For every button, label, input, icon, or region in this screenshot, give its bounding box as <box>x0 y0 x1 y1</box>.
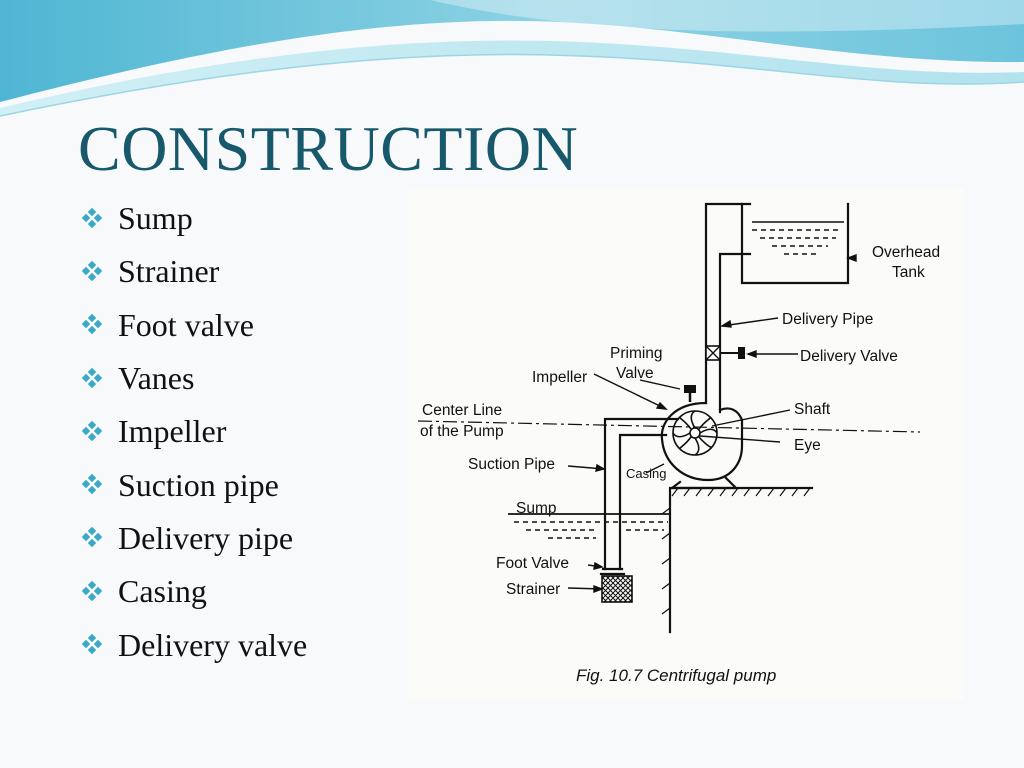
bullet-item: Vanes <box>80 352 307 405</box>
bullet-text: Strainer <box>118 253 220 290</box>
four-diamond-bullet-icon <box>81 580 103 601</box>
delivery-pipe-outer <box>704 202 752 405</box>
header-wave-decoration <box>0 0 1024 117</box>
bullet-text: Casing <box>118 573 207 610</box>
figure-caption: Fig. 10.7 Centrifugal pump <box>576 666 776 685</box>
bullet-item: Foot valve <box>80 299 307 352</box>
label-sump: Sump <box>516 500 557 517</box>
bullet-item: Suction pipe <box>80 458 307 511</box>
label-impeller: Impeller <box>532 369 587 386</box>
center-line <box>417 420 921 433</box>
bullet-item: Casing <box>80 565 307 618</box>
delivery-valve-icon <box>705 345 745 361</box>
bullet-item: Delivery valve <box>80 618 307 671</box>
water-lines <box>514 229 840 539</box>
label-casing: Casing <box>626 466 666 481</box>
centrifugal-pump-figure: Overhead Tank Delivery Pipe Delivery Val… <box>408 188 964 700</box>
foot-valve <box>599 567 626 576</box>
bullet-item: Sump <box>80 192 307 245</box>
centrifugal-pump-diagram: Overhead Tank Delivery Pipe Delivery Val… <box>417 202 940 685</box>
four-diamond-bullet-icon <box>81 473 103 495</box>
label-overhead: Overhead <box>872 244 940 261</box>
strainer-icon <box>601 575 633 603</box>
impeller <box>672 410 718 456</box>
bullet-text: Delivery pipe <box>118 519 294 556</box>
label-foot-valve: Foot Valve <box>496 555 569 572</box>
label-priming: Priming <box>610 345 663 362</box>
four-diamond-bullet-icon <box>81 207 103 228</box>
label-shaft: Shaft <box>794 401 831 418</box>
label-strainer: Strainer <box>506 581 560 598</box>
bullet-item: Delivery pipe <box>80 512 307 565</box>
ground-line <box>668 486 814 634</box>
bullet-item: Impeller <box>80 405 307 458</box>
delivery-pipe-inner <box>718 252 752 414</box>
four-diamond-bullet-icon <box>81 314 103 335</box>
label-eye: Eye <box>794 437 821 454</box>
suction-pipe <box>603 417 680 571</box>
pump-casing <box>660 401 744 482</box>
label-center-line: Center Line <box>422 402 502 419</box>
slide-title: CONSTRUCTION <box>78 113 579 184</box>
label-of-the-pump: of the Pump <box>420 423 504 440</box>
bullet-text: Foot valve <box>118 306 254 343</box>
four-diamond-bullet-icon <box>81 367 103 388</box>
four-diamond-bullet-icon <box>81 527 103 548</box>
bullet-text: Impeller <box>118 413 227 450</box>
label-delivery-pipe: Delivery Pipe <box>782 311 873 328</box>
bullet-item: Strainer <box>80 245 307 298</box>
ground-hatching <box>661 487 811 615</box>
bullet-text: Delivery valve <box>118 626 308 663</box>
four-diamond-bullet-icon <box>81 420 103 442</box>
four-diamond-bullet-icon <box>81 260 103 282</box>
bullet-text: Vanes <box>118 360 195 397</box>
four-diamond-bullet-icon <box>81 633 103 655</box>
bullet-text: Sump <box>118 200 193 237</box>
label-leaders <box>567 253 857 594</box>
overhead-tank <box>740 202 850 285</box>
suction-pipe-inner <box>618 433 668 571</box>
label-delivery-valve: Delivery Valve <box>800 348 898 365</box>
label-tank: Tank <box>892 264 925 281</box>
bullet-text: Suction pipe <box>118 466 279 503</box>
label-suction-pipe: Suction Pipe <box>468 456 555 473</box>
label-priming-valve: Valve <box>616 365 654 382</box>
priming-valve-icon <box>684 385 696 393</box>
